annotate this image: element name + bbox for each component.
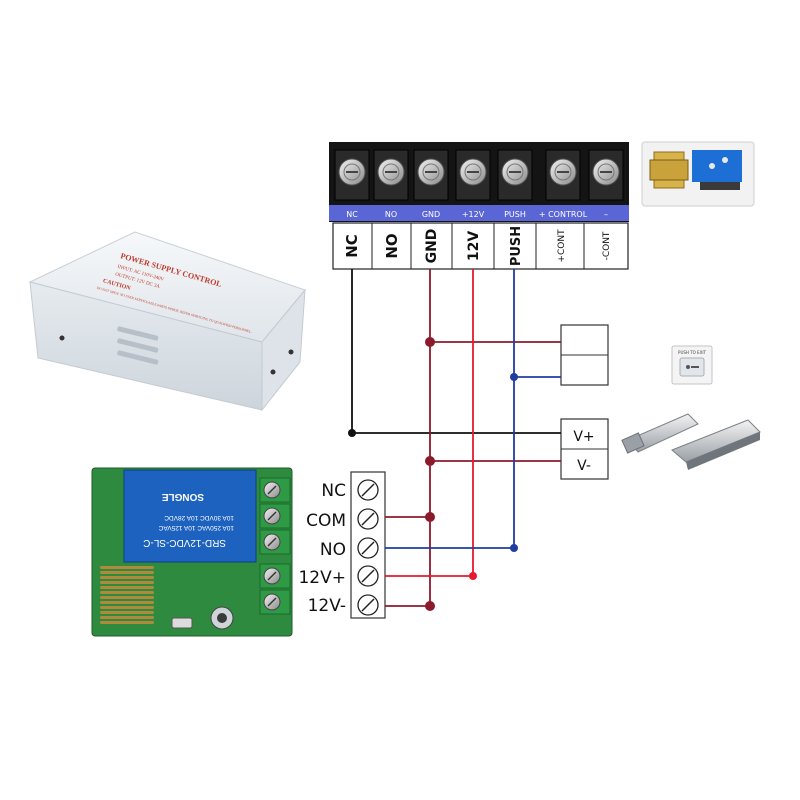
coil-turn	[100, 591, 154, 594]
strip-label-no: NO	[385, 210, 397, 219]
screw-terminal-icon	[259, 503, 291, 529]
exit-button-terminal-box	[560, 324, 609, 386]
box-label-nc: NC	[343, 234, 361, 258]
electric-bolt-icon	[621, 413, 699, 454]
screw-terminal-icon	[357, 594, 379, 616]
coil-turn	[100, 581, 154, 584]
box-label-pcont: +CONT	[557, 229, 567, 263]
coil-turn	[100, 611, 154, 614]
relay-terminal-nc: NC	[321, 481, 346, 501]
controller-label-boxes: NC NO GND 12V PUSH +CONT -CONT	[332, 222, 629, 270]
relay-terminal-12vplus: 12V+	[298, 568, 346, 588]
screw-terminal-icon	[497, 149, 533, 201]
junction-dots	[348, 337, 518, 611]
screw-terminal-icon	[259, 529, 291, 555]
coil-turn	[100, 616, 154, 619]
screw-terminal-icon	[259, 477, 291, 503]
junction-dot-icon	[425, 512, 435, 522]
relay-terminal-no: NO	[320, 540, 346, 560]
relay-text-2: 10A 250VAC 10A 125VAC	[158, 524, 234, 531]
screw-terminal-icon	[334, 149, 370, 201]
box-label-push: PUSH	[509, 226, 524, 266]
lock-terminal-box: V+ V-	[560, 418, 609, 480]
junction-dot-icon	[425, 337, 435, 347]
screw-terminal-icon	[357, 565, 379, 587]
coil-turn	[100, 566, 154, 569]
box-label-no: NO	[383, 233, 401, 258]
strip-label-gnd: GND	[422, 210, 440, 219]
lock-terminal-vminus: V-	[577, 458, 591, 474]
power-supply-box: POWER SUPPLY CONTROL INPUT: AC 110V-240V…	[28, 231, 306, 412]
relay-terminal-com: COM	[306, 511, 346, 531]
screw-terminal-icon	[357, 479, 379, 501]
screw-terminal-icon	[373, 149, 409, 201]
relay-text-1: SRD-12VDC-SL-C	[143, 537, 226, 548]
relay-brand: SONGLE	[161, 491, 204, 502]
controller-terminal-strip: NC NO GND +12V PUSH + CONTROL –	[329, 142, 629, 222]
coil-turn	[100, 606, 154, 609]
wire-12v-to-relay	[385, 269, 474, 577]
lock-terminal-vplus: V+	[573, 429, 594, 445]
exit-button-text: PUSH TO EXIT	[678, 350, 706, 355]
wires	[351, 269, 561, 607]
wire-push-vertical	[385, 269, 515, 549]
screw-terminal-icon	[357, 508, 379, 530]
junction-dot-icon	[425, 456, 435, 466]
screw-terminal-icon	[545, 149, 581, 201]
screw-terminal-icon	[259, 589, 291, 615]
magnetic-lock-icon	[671, 419, 761, 470]
coil-turn	[100, 576, 154, 579]
strip-label-minus: –	[604, 210, 608, 219]
relay-terminal-column: NC COM NO 12V+ 12V-	[298, 471, 386, 619]
box-label-ncont: -CONT	[602, 231, 612, 260]
wire-nc-to-lock-vplus	[351, 269, 561, 434]
strip-label-12v: +12V	[462, 210, 485, 219]
junction-dot-icon	[469, 572, 477, 580]
controller-board-photo	[641, 141, 755, 207]
box-label-12v: 12V	[466, 231, 482, 261]
relay-text-3: 10A 30VDC 10A 28VDC	[164, 514, 234, 521]
relay-terminal-12vminus: 12V-	[308, 596, 346, 616]
screw-terminal-icon	[259, 563, 291, 589]
coil-turn	[100, 586, 154, 589]
junction-dot-icon	[510, 544, 518, 552]
screw-terminal-icon	[455, 149, 491, 201]
junction-dot-icon	[510, 373, 518, 381]
junction-dot-icon	[425, 601, 435, 611]
coil-turn	[100, 601, 154, 604]
relay-module: SRD-12VDC-SL-C 10A 250VAC 10A 125VAC 10A…	[91, 467, 293, 637]
exit-button-icon: PUSH TO EXIT	[671, 345, 713, 385]
coil-turn	[100, 621, 154, 624]
screw-terminal-icon	[588, 149, 624, 201]
coil-turn	[100, 571, 154, 574]
strip-label-push: PUSH	[504, 210, 526, 219]
coil-turn	[100, 596, 154, 599]
screw-terminal-icon	[357, 537, 379, 559]
strip-label-control: + CONTROL	[539, 210, 588, 219]
strip-label-nc: NC	[346, 210, 358, 219]
box-label-gnd: GND	[424, 229, 440, 264]
junction-dot-icon	[348, 429, 356, 437]
screw-terminal-icon	[413, 149, 449, 201]
